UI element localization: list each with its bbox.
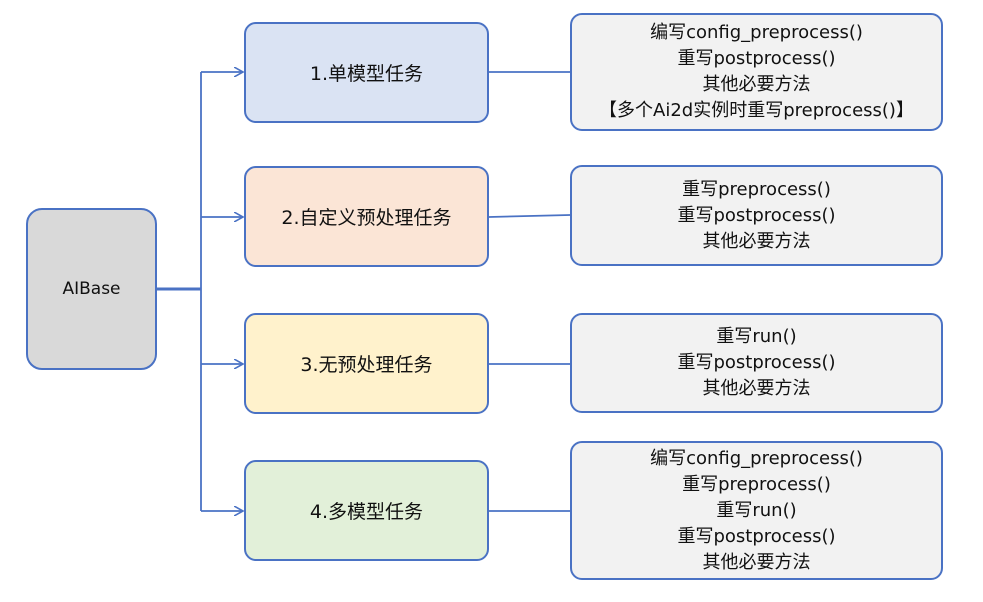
detail-line: 其他必要方法 [702, 551, 811, 573]
task-label: 1.单模型任务 [309, 63, 424, 85]
detail-line: 其他必要方法 [702, 74, 811, 95]
root-node: AIBase [26, 208, 157, 370]
task-label: 3.无预处理任务 [300, 354, 433, 376]
task-label: 2.自定义预处理任务 [281, 207, 452, 229]
detail-line: 【多个Ai2d实例时重写preprocess()】 [599, 100, 914, 121]
detail-line: 重写postprocess() [677, 352, 836, 373]
detail-node-multi-model: 编写config_preprocess() 重写preprocess() 重写r… [570, 441, 943, 580]
detail-node-custom-preprocess: 重写preprocess() 重写postprocess() 其他必要方法 [570, 165, 943, 266]
detail-line: 重写preprocess() [682, 178, 831, 200]
task-node-single-model: 1.单模型任务 [244, 22, 489, 123]
task-node-custom-preprocess: 2.自定义预处理任务 [244, 166, 489, 267]
detail-line: 其他必要方法 [702, 230, 811, 252]
detail-line: 重写run() [716, 499, 797, 521]
detail-line: 重写postprocess() [677, 48, 836, 69]
detail-node-no-preprocess: 重写run() 重写postprocess() 其他必要方法 [570, 313, 943, 413]
detail-line: 编写config_preprocess() [650, 447, 863, 469]
detail-line: 重写postprocess() [677, 204, 836, 226]
detail-line: 重写run() [716, 326, 797, 347]
detail-connector-2 [488, 214, 571, 218]
detail-line: 重写postprocess() [677, 525, 836, 547]
detail-line: 其他必要方法 [702, 378, 811, 399]
task-label: 4.多模型任务 [309, 501, 424, 523]
root-label: AIBase [62, 279, 121, 299]
detail-node-single-model: 编写config_preprocess() 重写postprocess() 其他… [570, 13, 943, 131]
task-node-multi-model: 4.多模型任务 [244, 460, 489, 561]
detail-line: 编写config_preprocess() [650, 22, 863, 43]
task-node-no-preprocess: 3.无预处理任务 [244, 313, 489, 414]
detail-line: 重写preprocess() [682, 473, 831, 495]
